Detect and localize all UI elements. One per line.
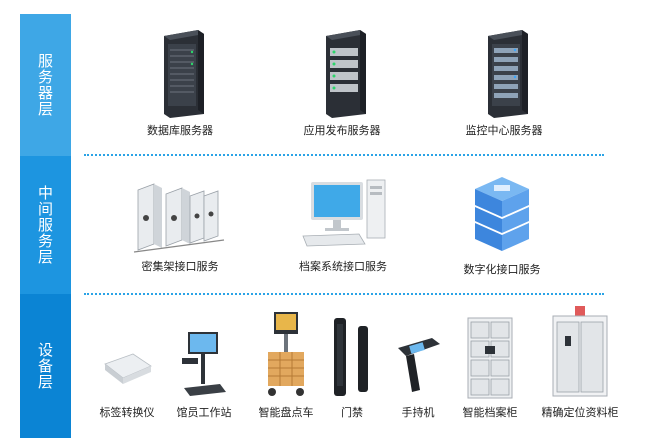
- smart-cabinet-icon: [467, 317, 513, 399]
- server-layer-band: 服务器层: [20, 14, 71, 156]
- inventory-cart-icon: [268, 312, 304, 396]
- service-item-digitization: 数字化接口服务: [452, 175, 552, 277]
- server-item-database: 数据库服务器: [134, 28, 226, 138]
- server-item-monitoring: 监控中心服务器: [454, 28, 554, 138]
- middle-layer-label: 中间服务层: [36, 185, 54, 265]
- service-label-shelving: 密集架接口服务: [141, 260, 219, 273]
- device-item-handheld: 手持机: [390, 330, 446, 420]
- device-item-tag-converter: 标签转换仪: [92, 330, 162, 420]
- locator-cabinet-icon: [552, 306, 608, 397]
- tag-converter-icon: [104, 353, 152, 384]
- server-stack-icon: [475, 177, 529, 251]
- device-label-inventory-cart: 智能盘点车: [258, 406, 314, 419]
- gate-icon: [334, 318, 368, 396]
- device-item-smart-cabinet: 智能档案柜: [452, 316, 528, 420]
- handheld-scanner-icon: [398, 338, 440, 392]
- rack-server-icon: [164, 30, 204, 118]
- device-label-gate: 门禁: [341, 406, 363, 419]
- device-layer-label: 设备层: [36, 342, 54, 390]
- service-label-digitization: 数字化接口服务: [463, 263, 541, 276]
- device-label-workstation: 馆员工作站: [176, 406, 232, 419]
- device-item-workstation: 馆员工作站: [168, 330, 240, 420]
- device-label-locator-cabinet: 精确定位资料柜: [541, 406, 619, 419]
- compact-shelving-icon: [133, 183, 225, 253]
- device-item-locator-cabinet: 精确定位资料柜: [532, 306, 628, 420]
- rack-server-icon: [326, 30, 366, 118]
- service-item-archive-system: 档案系统接口服务: [288, 178, 398, 274]
- librarian-workstation-icon: [182, 332, 226, 396]
- service-label-archive-system: 档案系统接口服务: [299, 260, 387, 273]
- rack-server-icon: [488, 30, 528, 118]
- divider-bottom: [84, 293, 604, 295]
- server-layer-label: 服务器层: [36, 53, 54, 117]
- middle-layer-band: 中间服务层: [20, 156, 71, 294]
- device-label-tag-converter: 标签转换仪: [99, 406, 155, 419]
- server-label-application: 应用发布服务器: [303, 124, 381, 137]
- server-label-monitoring: 监控中心服务器: [465, 124, 543, 137]
- server-item-application: 应用发布服务器: [292, 28, 392, 138]
- device-layer-band: 设备层: [20, 294, 71, 438]
- desktop-computer-icon: [302, 179, 386, 247]
- device-label-handheld: 手持机: [401, 406, 435, 419]
- device-item-inventory-cart: 智能盘点车: [252, 310, 320, 420]
- server-label-database: 数据库服务器: [147, 124, 213, 137]
- service-item-shelving: 密集架接口服务: [130, 178, 230, 274]
- device-label-smart-cabinet: 智能档案柜: [462, 406, 518, 419]
- divider-top: [84, 154, 604, 156]
- device-item-gate: 门禁: [330, 316, 374, 420]
